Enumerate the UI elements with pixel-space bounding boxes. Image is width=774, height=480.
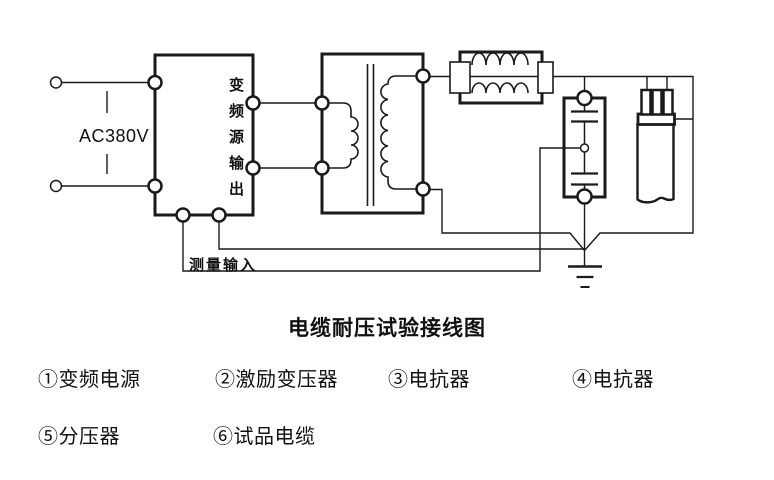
divider-capacitor-1 [571,110,598,123]
transformer-secondary-terminal-top [415,68,431,84]
box-terminals [147,68,431,223]
reactor-coil-top [471,52,529,66]
transformer-primary-terminal-bottom [314,160,330,176]
cable-prong-2 [651,88,663,116]
reactor-pad-right [537,61,554,94]
wires [61,75,694,272]
divider-top-terminal [576,89,593,107]
transformer-secondary-terminal-bottom [415,181,431,197]
cable-prong-1 [640,88,652,116]
wire-measurement-2 [218,215,584,250]
reactor-pad-left [449,61,471,94]
wire-hv-main [423,75,694,251]
ground-icon [568,265,602,288]
divider-capacitor-2 [571,172,598,186]
legend-item-transformer: ②激励变压器 [215,369,338,391]
transformer-secondary-coil [380,75,423,190]
legend-item-cable: ⑥试品电缆 [213,426,316,448]
diagram-title: 电缆耐压试验接线图 [288,316,486,340]
reactor-icon [449,50,554,105]
converter-output-label: 变频源输出 [227,77,244,207]
transformer-primary-coil [323,102,359,169]
converter-meas-terminal-1 [175,207,191,223]
converter-in-terminal-bottom [147,178,163,194]
cable-body [636,122,675,204]
circuit-diagram [49,50,694,288]
wire-measurement-1 [182,147,580,272]
wire-secondary-to-ground [423,188,586,251]
divider-tap-terminal [579,143,590,153]
converter-out-terminal-bottom [245,160,261,176]
supply-terminals [49,76,63,193]
measurement-input-label: 测量输入 [189,257,258,274]
legend-item-reactor-4: ④电抗器 [572,369,654,391]
converter-meas-terminal-2 [211,207,227,223]
divider-bottom-terminal [576,188,593,205]
cable-prong-3 [662,88,674,116]
test-cable-icon [636,88,676,204]
excitation-transformer-icon [320,52,425,215]
converter-in-terminal-top [147,74,163,91]
converter-out-terminal-top [245,95,261,111]
voltage-divider-icon [562,89,607,205]
legend-item-reactor-3: ③电抗器 [388,369,470,391]
source-voltage-label: AC380V [78,126,150,146]
legend-item-converter: ①变频电源 [38,369,141,391]
input-terminal-bottom [49,179,63,193]
frequency-converter-icon [153,53,255,217]
input-terminal-top [49,76,63,89]
legend-item-divider: ⑤分压器 [38,426,120,448]
transformer-primary-terminal-top [314,95,330,111]
reactor-coil-bottom [471,82,529,94]
transformer-core [366,64,375,206]
